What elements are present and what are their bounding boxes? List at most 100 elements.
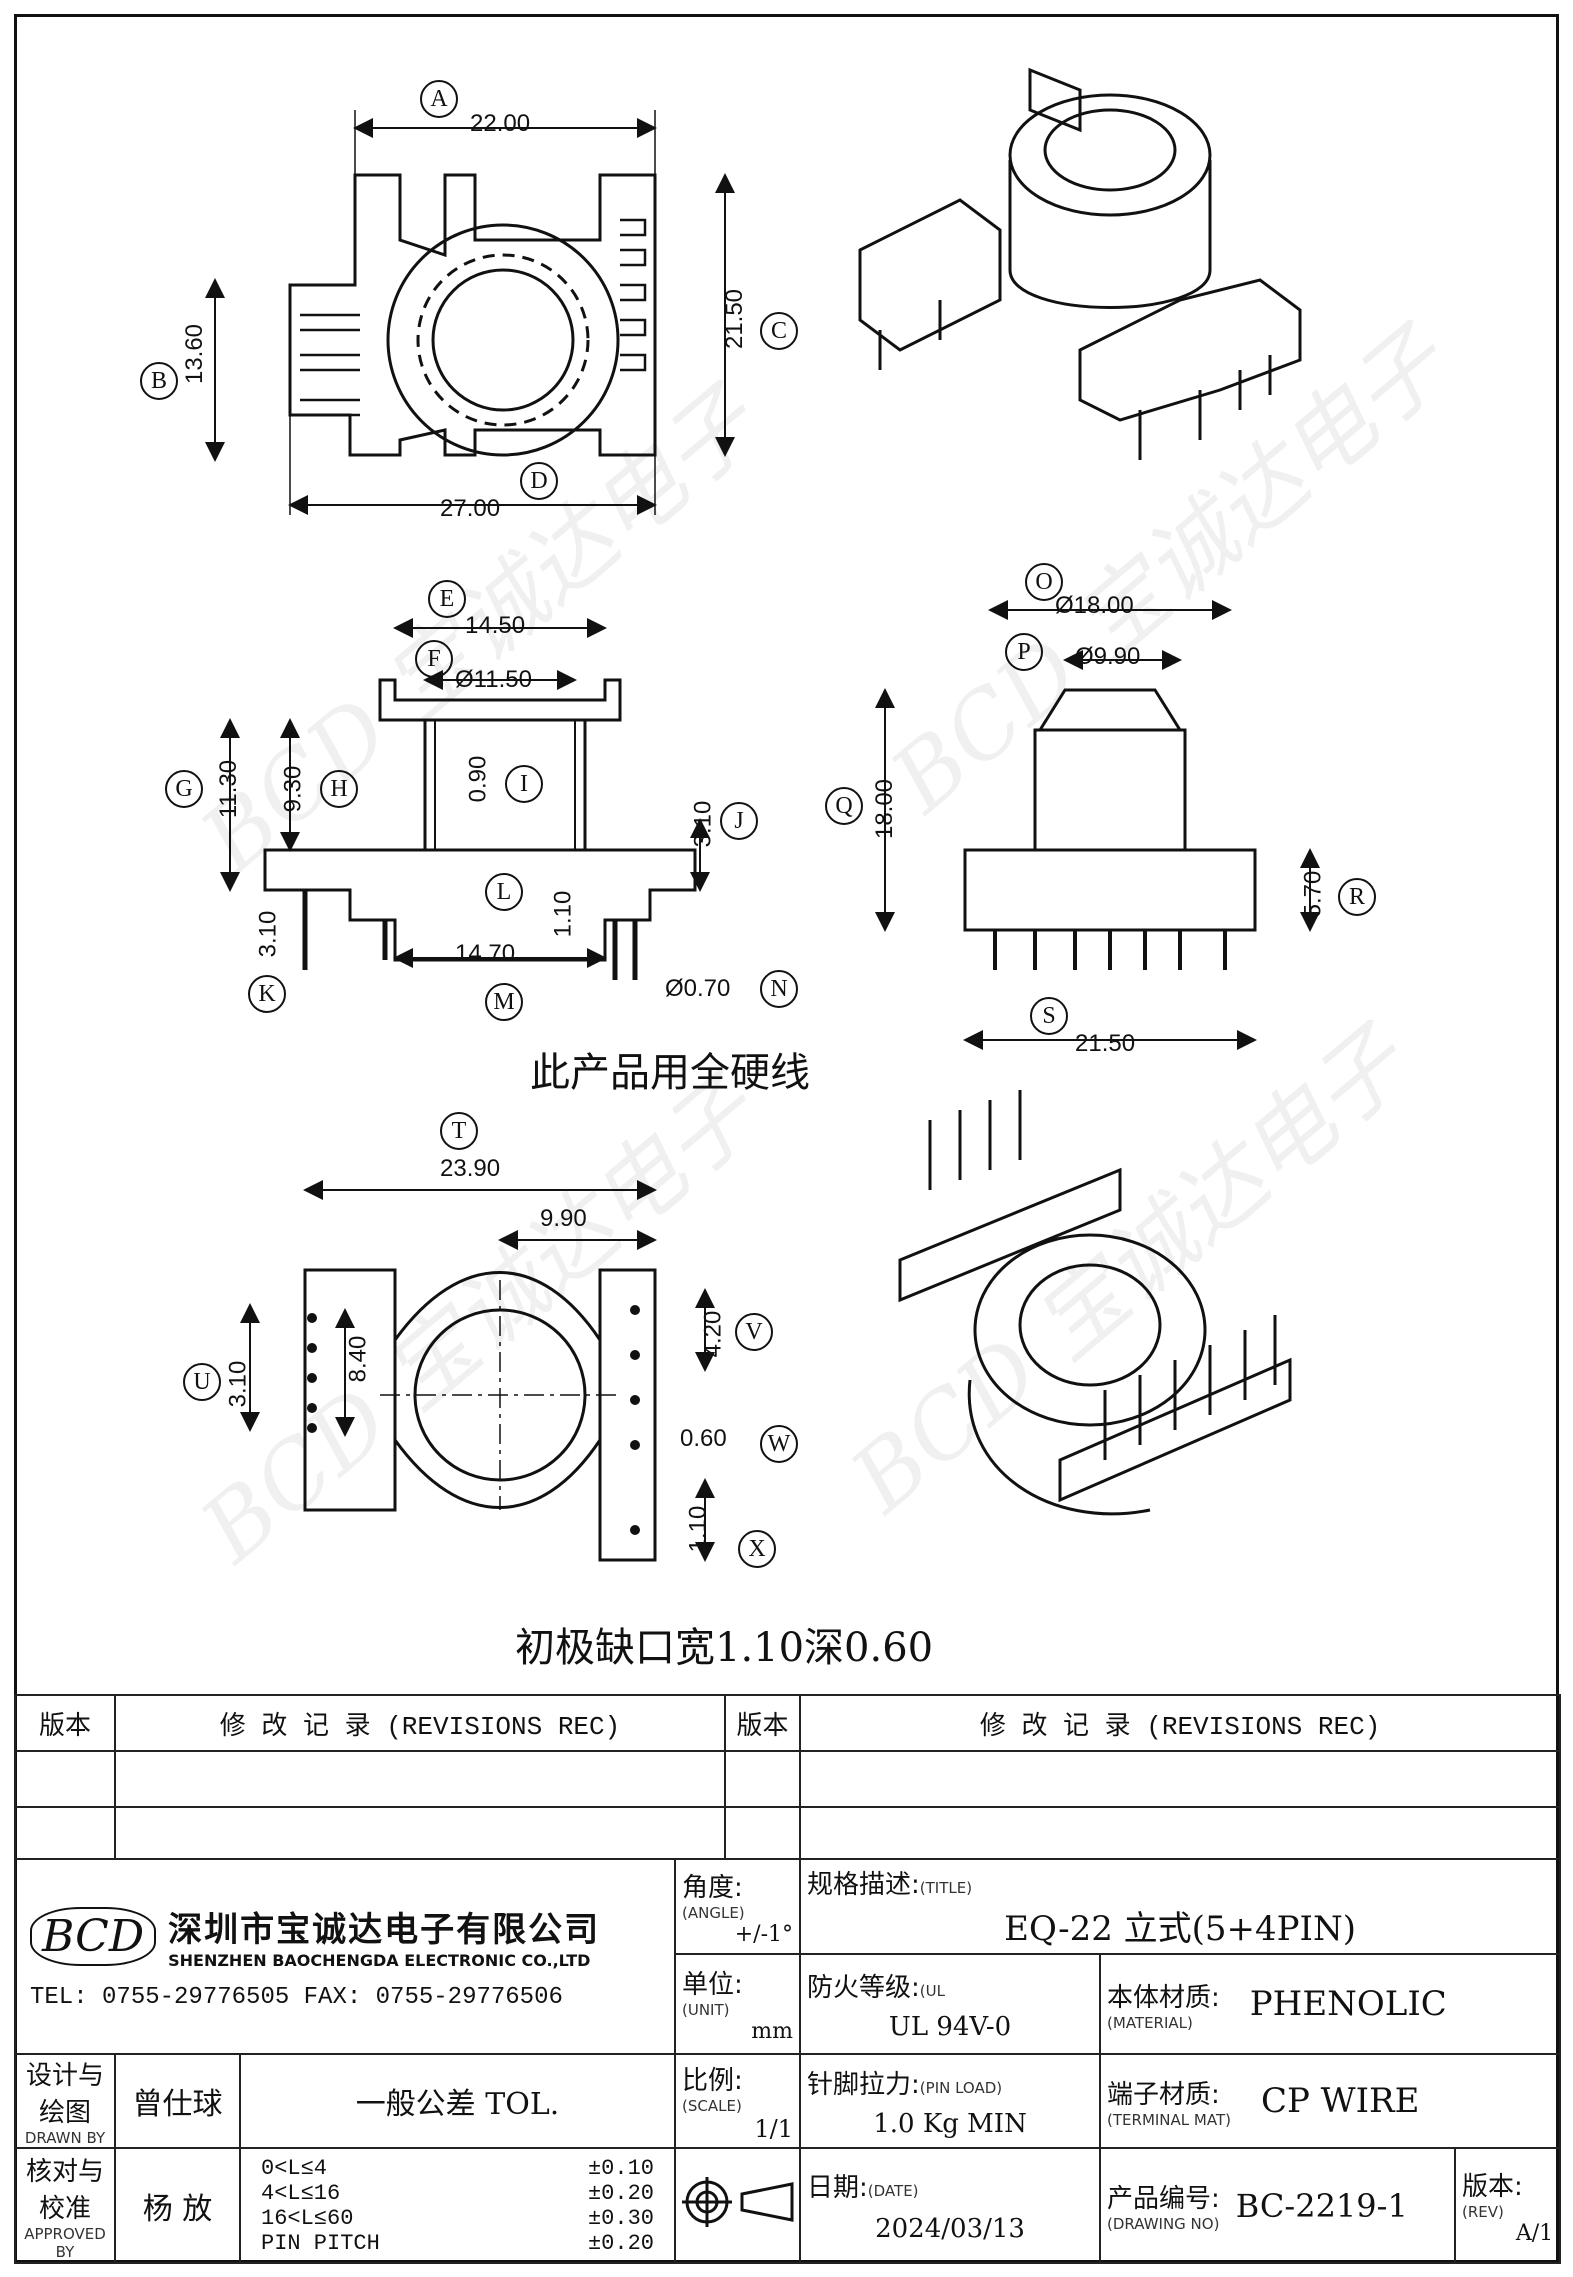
pin-load-cell: 针脚拉力:(PIN LOAD) 1.0 Kg MIN [799, 2053, 1102, 2149]
pin-load-value: 1.0 Kg MIN [873, 2108, 1027, 2139]
slot-note: 初极缺口宽1.10深0.60 [515, 1625, 934, 1671]
dim-d: 27.00 [440, 495, 501, 522]
side-view [220, 618, 710, 980]
callout-w: W [760, 1425, 798, 1463]
dim-x: 1.10 [684, 1505, 712, 1553]
tolerance-header: 一般公差 TOL. [239, 2053, 676, 2149]
rev-title-right: 修 改 记 录 (REVISIONS REC) [799, 1694, 1562, 1752]
dim-w: 0.60 [680, 1425, 727, 1452]
drawing-no-value: BC-2219-1 [1235, 2186, 1408, 2225]
dim-u: 3.10 [224, 1360, 252, 1408]
designed-by: 曾仕球 [114, 2053, 241, 2149]
dim-g: 11.30 [215, 759, 243, 819]
callout-f: F [415, 640, 453, 678]
dim-b: 13.60 [181, 323, 209, 385]
unit-cell: 单位: (UNIT) mm [673, 1953, 802, 2055]
rev-title-left: 修 改 记 录 (REVISIONS REC) [113, 1694, 727, 1752]
dim-n: Ø0.70 [665, 975, 731, 1002]
rev-cell-final: 版本: (REV) A/1 [1454, 2147, 1562, 2264]
callout-d: D [520, 462, 558, 500]
rev-value: A/1 [1515, 2220, 1554, 2246]
dim-a: 22.00 [470, 110, 531, 137]
product-title: EQ-22 立式(5+4PIN) [1004, 1908, 1356, 1949]
callout-h: H [320, 770, 358, 808]
top-view [205, 110, 735, 515]
dim-p: Ø9.90 [1075, 643, 1141, 670]
iso-view-1 [858, 67, 1302, 460]
dim-k: 3.10 [254, 910, 282, 958]
company-block: BCD 深圳市宝诚达电子有限公司 SHENZHEN BAOCHENGDA ELE… [14, 1858, 676, 2055]
callout-b: B [140, 362, 178, 400]
callout-e: E [428, 580, 466, 618]
dim-q: 18.00 [871, 778, 899, 840]
title-block: 版本 修 改 记 录 (REVISIONS REC) 版本 修 改 记 录 (R… [14, 1694, 1562, 2264]
wire-note: 此产品用全硬线 [530, 1050, 810, 1096]
dim-r: 5.70 [1299, 870, 1327, 918]
bottom-view [240, 1180, 715, 1562]
rev-cell [113, 1806, 727, 1860]
date-value: 2024/03/13 [875, 2214, 1025, 2244]
rev-cell [113, 1750, 727, 1808]
approved-by: 杨 放 [114, 2147, 241, 2264]
technical-drawing [205, 67, 1320, 1562]
dim-o: Ø18.00 [1055, 592, 1134, 619]
company-tel-fax: TEL: 0755-29776505 FAX: 0755-29776506 [30, 1984, 563, 2011]
callout-v: V [735, 1313, 773, 1351]
callout-p: P [1005, 633, 1043, 671]
material-value: PHENOLIC [1249, 1984, 1447, 2024]
callout-l: L [485, 873, 523, 911]
dim-j: 3.10 [689, 800, 717, 848]
rev-cell [799, 1750, 1562, 1808]
company-name-en: SHENZHEN BAOCHENGDA ELECTRONIC CO.,LTD [168, 1951, 591, 1970]
dim-m: 14.70 [455, 940, 516, 967]
callout-i: I [505, 765, 543, 803]
callout-g: G [165, 770, 203, 808]
rev-cell [799, 1806, 1562, 1860]
callout-j: J [720, 802, 758, 840]
approved-label-cell: 核对与校准 APPROVED BY [14, 2147, 116, 2264]
dim-e: 14.50 [465, 612, 526, 639]
callout-m: M [485, 983, 523, 1021]
projection-symbol [673, 2147, 802, 2264]
drawing-no-cell: 产品编号:(DRAWING NO) BC-2219-1 [1099, 2147, 1457, 2264]
callout-r: R [1338, 878, 1376, 916]
dim-f: Ø11.50 [455, 666, 532, 693]
dim-u2: 8.40 [344, 1335, 372, 1383]
callout-a: A [420, 80, 458, 118]
terminal-cell: 端子材质:(TERMINAL MAT) CP WIRE [1099, 2053, 1562, 2149]
callout-x: X [738, 1530, 776, 1568]
callout-c: C [760, 312, 798, 350]
fire-rating-value: UL 94V-0 [888, 2011, 1012, 2042]
callout-k: K [248, 975, 286, 1013]
callout-s: S [1030, 997, 1068, 1035]
callout-q: Q [825, 787, 863, 825]
title-cell: 规格描述:(TITLE) EQ-22 立式(5+4PIN) [799, 1858, 1562, 1955]
terminal-value: CP WIRE [1260, 2081, 1420, 2121]
dim-s: 21.50 [1075, 1030, 1136, 1057]
dim-l: 1.10 [549, 890, 577, 938]
dim-v: 4.20 [699, 1310, 727, 1358]
iso-view-2 [898, 1090, 1292, 1516]
rev-cell [724, 1806, 802, 1860]
date-cell: 日期:(DATE) 2024/03/13 [799, 2147, 1102, 2264]
angle-cell: 角度: (ANGLE) +/-1° [673, 1858, 802, 1955]
rev-cell [14, 1750, 116, 1808]
dim-i: 0.90 [464, 755, 492, 803]
tolerance-table: 0<L≤4±0.10 4<L≤16±0.20 16<L≤60±0.30 PIN … [239, 2147, 676, 2264]
scale-cell: 比例: (SCALE) 1/1 [673, 2053, 802, 2149]
rev-header-left: 版本 [14, 1694, 116, 1752]
rev-header-right: 版本 [724, 1694, 802, 1752]
callout-o: O [1025, 563, 1063, 601]
dim-t2: 9.90 [540, 1205, 587, 1232]
callout-t: T [440, 1112, 478, 1150]
fire-rating-cell: 防火等级:(UL UL 94V-0 [799, 1953, 1102, 2055]
rev-cell [724, 1750, 802, 1808]
callout-u: U [183, 1363, 221, 1401]
front-view [875, 600, 1320, 1050]
rev-cell [14, 1806, 116, 1860]
material-cell: 本体材质:(MATERIAL) PHENOLIC [1099, 1953, 1562, 2055]
dim-h: 9.30 [279, 765, 307, 813]
dim-c: 21.50 [721, 288, 749, 350]
company-logo: BCD [30, 1906, 157, 1966]
designed-label-cell: 设计与绘图 DRAWN BY [14, 2053, 116, 2149]
